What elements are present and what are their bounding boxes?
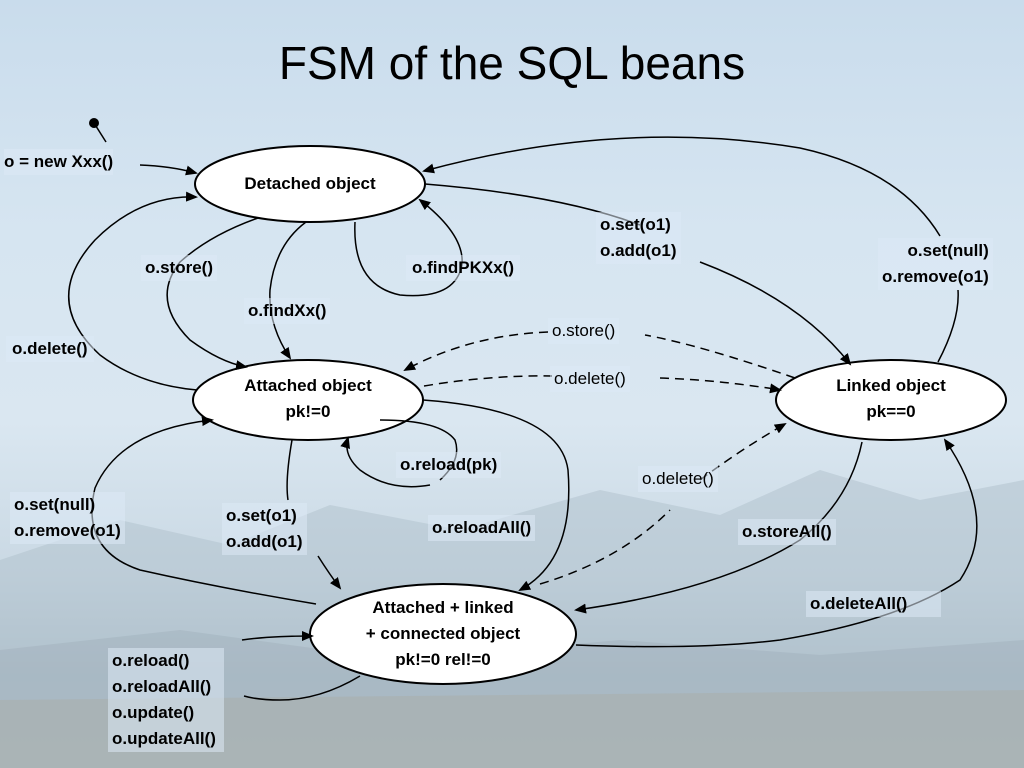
label-set-add-top-2: o.add(o1) [600, 241, 677, 260]
label-delete-left: o.delete() [6, 336, 94, 362]
label-set-add-low-1: o.set(o1) [226, 506, 297, 525]
label-set-null-right-2: o.remove(o1) [882, 267, 989, 286]
edge-storeAll [574, 441, 863, 614]
state-linked: Linked object pk==0 [791, 373, 991, 425]
state-linked-pk: pk==0 [866, 402, 916, 421]
edge-delete-left [67, 191, 198, 391]
label-set-null-right: o.set(null) o.remove(o1) [878, 238, 993, 290]
edge-reloadAll [422, 399, 570, 591]
slide-title: FSM of the SQL beans [278, 37, 746, 89]
edge-set-null-right [424, 136, 959, 363]
state-attached-label: Attached object [244, 376, 372, 395]
edge-deleteAll [575, 438, 978, 648]
label-set-add-low: o.set(o1) o.add(o1) [222, 503, 307, 555]
label-reload-pk: o.reload(pk) [396, 452, 502, 478]
edge-delete-dashed [423, 375, 780, 390]
edge-store [166, 217, 259, 371]
label-deleteAll: o.deleteAll() [806, 591, 942, 617]
label-store: o.store() [141, 255, 217, 281]
state-connected-pk: pk!=0 rel!=0 [395, 650, 491, 669]
label-set-null-left-1: o.set(null) [14, 495, 96, 514]
state-detached: Detached object [210, 171, 410, 197]
label-delete-dashed-2: o.delete() [638, 466, 718, 492]
state-linked-label: Linked object [836, 376, 946, 395]
label-findXx: o.findXx() [244, 298, 331, 324]
label-self-reload: o.reload() [112, 651, 190, 670]
edge-new [139, 164, 198, 176]
label-set-null-left-2: o.remove(o1) [14, 521, 121, 540]
state-connected-label-2: + connected object [365, 624, 521, 643]
edge-connected-self-in [241, 631, 314, 642]
state-connected-label: Attached + linked [372, 598, 514, 617]
town-strip [0, 690, 1024, 768]
state-attached: Attached object pk!=0 [208, 373, 408, 425]
label-set-add-top: o.set(o1) o.add(o1) [596, 212, 681, 264]
label-store-dashed: o.store() [548, 318, 620, 344]
edge-findXx [269, 221, 307, 360]
state-detached-label: Detached object [244, 174, 376, 193]
label-delete-dashed: o.delete() [550, 366, 630, 392]
label-set-add-low-2: o.add(o1) [226, 532, 303, 551]
state-connected: Attached + linked + connected object pk!… [333, 595, 553, 673]
lake-shore [0, 630, 1024, 768]
edge-store-dashed [405, 331, 796, 378]
initial-state-line [93, 122, 107, 143]
edge-connected-self-out [243, 675, 361, 701]
label-set-add-top-1: o.set(o1) [600, 215, 671, 234]
label-self-updateAll: o.updateAll() [112, 729, 216, 748]
label-storeAll: o.storeAll() [738, 519, 836, 545]
label-self-reloadAll: o.reloadAll() [112, 677, 212, 696]
edge-set-add-low [286, 439, 340, 588]
label-reloadAll: o.reloadAll() [428, 515, 536, 541]
label-set-null-right-1: o.set(null) [907, 241, 989, 260]
label-connected-self: o.reload() o.reloadAll() o.update() o.up… [108, 648, 224, 752]
edge-reload-pk-loop [340, 436, 431, 488]
label-self-update: o.update() [112, 703, 195, 722]
label-set-null-left: o.set(null) o.remove(o1) [10, 492, 125, 544]
label-findPKXx: o.findPKXx() [406, 255, 520, 281]
edge-findPKXx [354, 198, 463, 297]
edge-delete-dashed-2 [539, 424, 785, 585]
state-attached-pk: pk!=0 [285, 402, 331, 421]
label-new: o = new Xxx() [4, 149, 114, 175]
